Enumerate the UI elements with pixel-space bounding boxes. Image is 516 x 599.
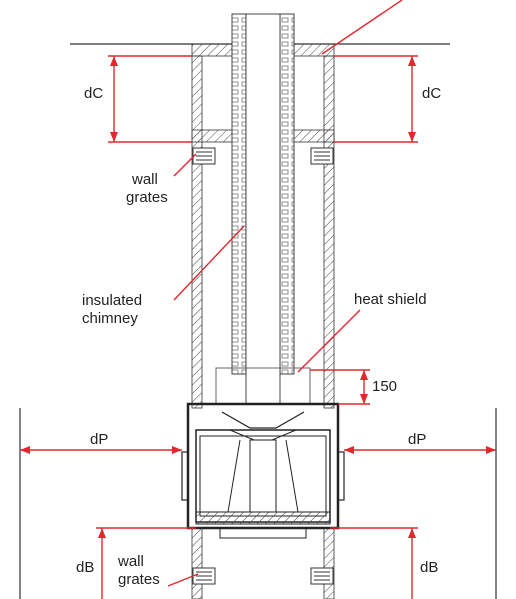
chamber-floor-left bbox=[191, 129, 235, 143]
dc-right-label: dC bbox=[422, 85, 441, 102]
dc-right-arrow-bottom bbox=[408, 132, 416, 142]
dim-150-arrow-bottom bbox=[360, 394, 368, 404]
dp-right-arrow-a bbox=[344, 446, 354, 454]
dim-150-label: 150 bbox=[372, 378, 397, 395]
db-right-label: dB bbox=[420, 559, 438, 576]
insulated-chimney-label-line2: chimney bbox=[82, 310, 138, 327]
lower-wall-right bbox=[323, 527, 335, 599]
dim-150-arrow-top bbox=[360, 370, 368, 380]
wall-grate-top-left bbox=[192, 147, 216, 165]
wall-grates-bottom-label-line1: wall bbox=[117, 553, 144, 570]
db-left-label: dB bbox=[76, 559, 94, 576]
dc-left-arrow-bottom bbox=[110, 132, 118, 142]
dc-left-label: dC bbox=[84, 85, 103, 102]
chimney-insulation-right bbox=[279, 13, 295, 375]
wall-grates-bottom-label-line2: grates bbox=[118, 571, 160, 588]
casing-wall-left bbox=[191, 55, 203, 409]
insulated-chimney-leader bbox=[173, 225, 245, 301]
fireplace-insert bbox=[181, 402, 345, 539]
wall-grates-top-label-line1: wall bbox=[131, 171, 158, 188]
lower-wall-left bbox=[191, 527, 203, 599]
wall-grates-bottom-leader bbox=[167, 573, 199, 587]
db-right-arrow bbox=[408, 528, 416, 538]
dp-left-arrow-a bbox=[20, 446, 30, 454]
ceiling-slab-left bbox=[191, 43, 233, 57]
wall-grate-bottom-left bbox=[192, 567, 216, 585]
casing-wall-right bbox=[323, 55, 335, 409]
chamber-floor-right bbox=[291, 129, 335, 143]
dp-right-arrow-b bbox=[486, 446, 496, 454]
heat-shield-leader bbox=[297, 309, 361, 373]
dp-left-label: dP bbox=[90, 431, 108, 448]
dc-left-arrow-top bbox=[110, 56, 118, 66]
dp-right-label: dP bbox=[408, 431, 426, 448]
ceiling-leader bbox=[321, 0, 403, 55]
chimney-insulation-left bbox=[231, 13, 247, 375]
dc-right-arrow-top bbox=[408, 56, 416, 66]
dp-left-arrow-b bbox=[172, 446, 182, 454]
wall-grate-top-right bbox=[310, 147, 334, 165]
wall-grate-bottom-right bbox=[310, 567, 334, 585]
insulated-chimney-label-line1: insulated bbox=[82, 292, 142, 309]
db-left-arrow bbox=[98, 528, 106, 538]
wall-grates-top-label-line2: grates bbox=[126, 189, 168, 206]
chimney-flue bbox=[245, 13, 281, 405]
heat-shield-label: heat shield bbox=[354, 291, 427, 308]
wall-grates-top-leader bbox=[173, 153, 197, 177]
